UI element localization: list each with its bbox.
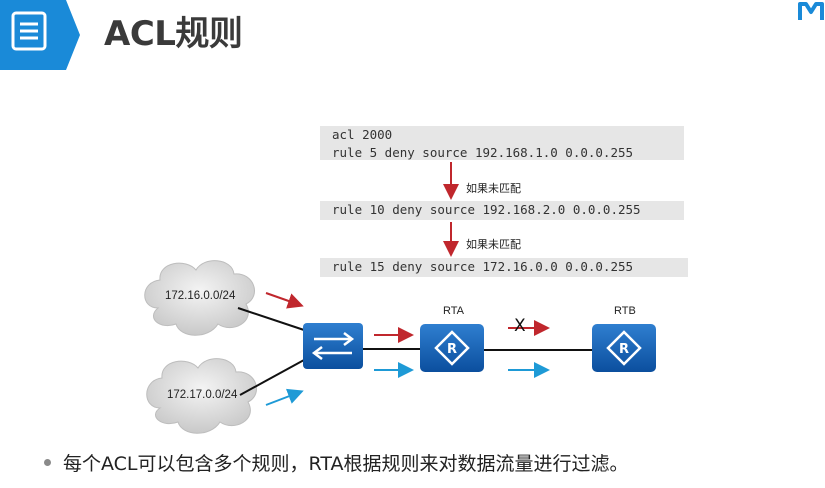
m-logo-icon (798, 2, 824, 20)
bullet-item: 每个ACL可以包含多个规则，RTA根据规则来对数据流量进行过滤。 (44, 449, 628, 476)
cloud-network-172-17 (146, 358, 258, 434)
no-match-note: 如果未匹配 (466, 238, 521, 251)
red-traffic-arrow (265, 292, 304, 309)
acl-rule-15: rule 15 deny source 172.16.0.0 0.0.0.255 (320, 258, 688, 277)
no-match-note: 如果未匹配 (466, 182, 521, 195)
link-cloud1-switch (237, 307, 305, 331)
header-banner (0, 0, 88, 70)
svg-text:R: R (447, 342, 457, 357)
cloud-label: 172.16.0.0/24 (165, 290, 236, 302)
slide-header: ACL规则 (0, 0, 825, 70)
page-title: ACL规则 (104, 14, 243, 54)
cloud-network-172-16 (144, 260, 256, 336)
acl-rule-block: acl 2000 rule 5 deny source 192.168.1.0 0… (320, 126, 684, 160)
svg-text:R: R (619, 342, 629, 357)
blue-traffic-arrow (265, 388, 304, 406)
acl-rule-5: rule 5 deny source 192.168.1.0 0.0.0.255 (332, 145, 634, 160)
document-list-icon (11, 11, 47, 51)
acl-rule-10: rule 10 deny source 192.168.2.0 0.0.0.25… (320, 201, 684, 220)
bullet-dot (44, 459, 51, 466)
switch-icon (303, 323, 363, 369)
acl-header-line: acl 2000 (332, 127, 393, 142)
router-label-rtb: RTB (614, 305, 636, 317)
link-cloud2-switch (239, 359, 305, 396)
router-label-rta: RTA (443, 305, 464, 317)
cloud-label: 172.17.0.0/24 (167, 389, 238, 401)
router-icon: R (420, 324, 484, 372)
router-icon: R (592, 324, 656, 372)
blocked-mark: X (514, 316, 526, 336)
bullet-text: 每个ACL可以包含多个规则，RTA根据规则来对数据流量进行过滤。 (63, 453, 629, 475)
